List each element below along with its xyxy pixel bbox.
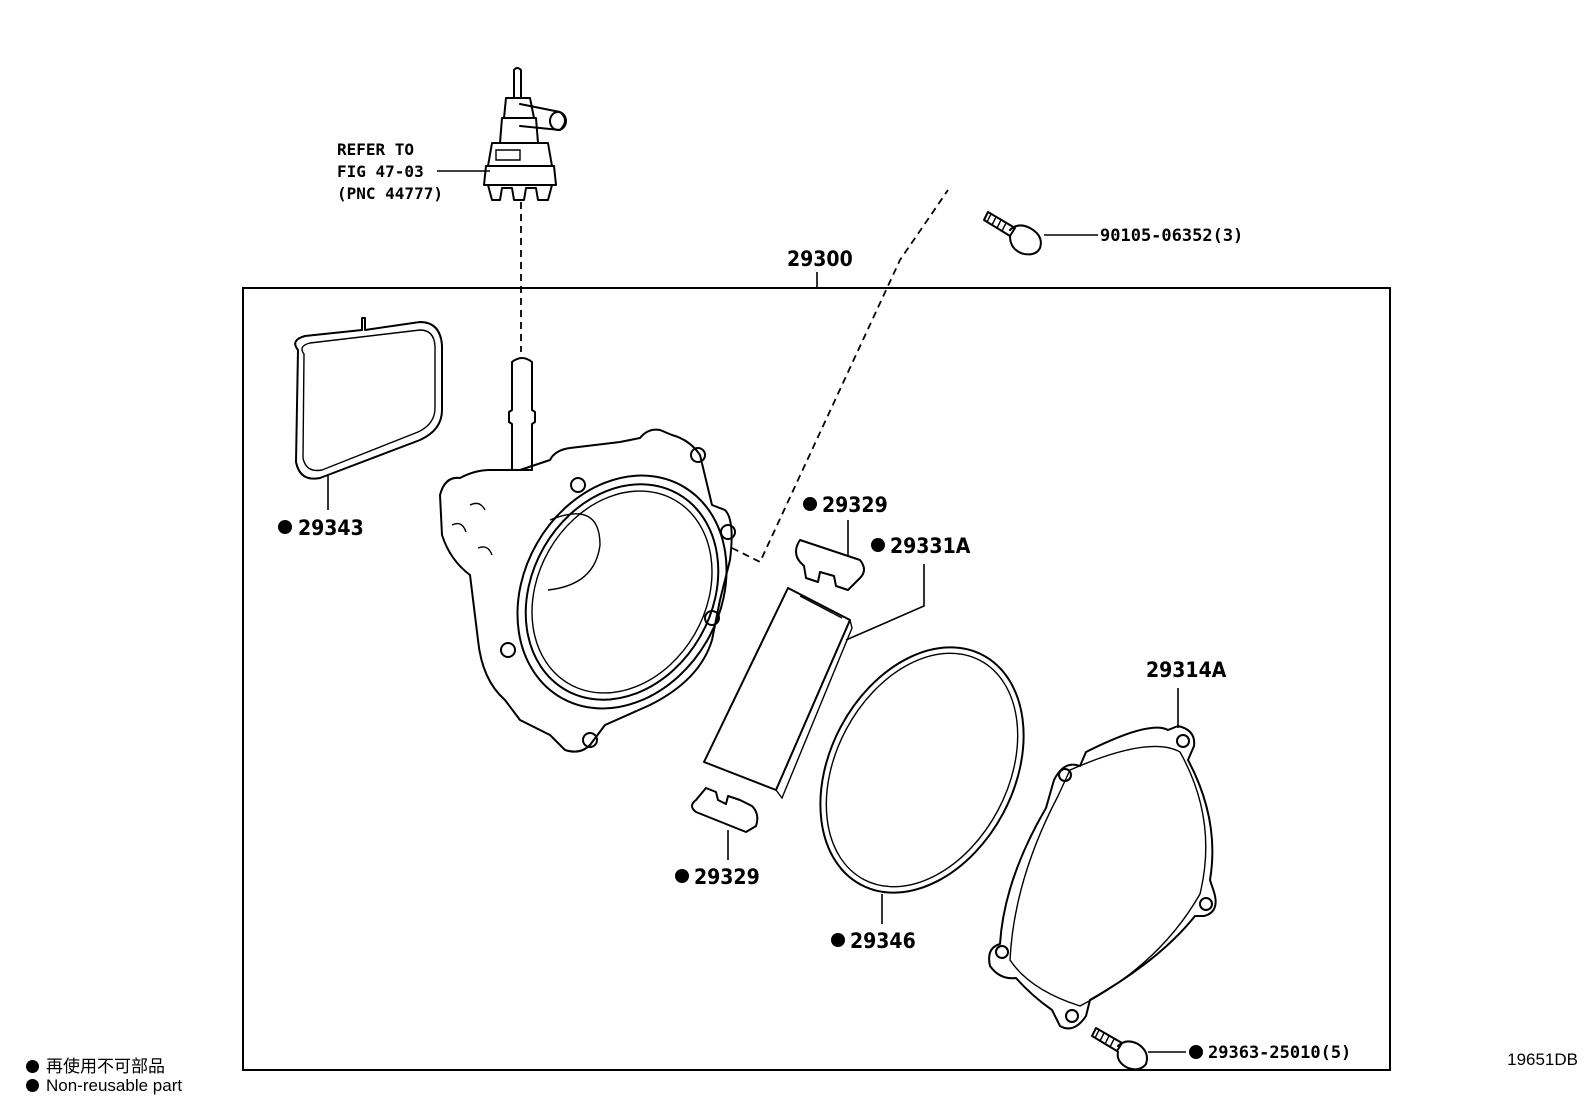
gasket-label: 29343: [298, 516, 364, 540]
legend-jp-text: 再使用不可部品: [46, 1057, 165, 1076]
legend-dot-icon: [26, 1079, 39, 1092]
cover-hole-4: [995, 945, 1009, 959]
cover-hole-1: [1176, 734, 1190, 748]
non-reusable-dot-spring-bottom: [675, 869, 689, 883]
cover-label: 29314A: [1146, 658, 1227, 682]
non-reusable-dot-spring-top: [803, 497, 817, 511]
housing-opening-lip: [531, 490, 713, 694]
legend-dot-icon: [26, 1060, 39, 1073]
bolt-top-part: [983, 211, 1042, 256]
check-valve-part: [483, 67, 567, 201]
housing-opening-inner: [524, 483, 720, 701]
bolt-dashed-guide: [731, 189, 949, 564]
mount-hole-2: [570, 477, 586, 493]
spring-bottom-part: [691, 787, 759, 833]
mount-hole-4: [704, 610, 720, 626]
refer-to-line-2: FIG 47-03: [337, 162, 424, 181]
bolt-bottom-part: [1091, 1027, 1148, 1071]
element-label: 29331A: [890, 534, 971, 558]
mount-hole-1: [690, 447, 706, 463]
legend-english: Non-reusable part: [26, 1076, 182, 1096]
housing-pipe: [508, 357, 536, 471]
spring-top-label: 29329: [822, 493, 888, 517]
legend-japanese: 再使用不可部品: [26, 1052, 165, 1077]
spring-bottom-label: 29329: [694, 865, 760, 889]
mount-hole-5: [500, 642, 516, 658]
housing-opening-outer: [516, 474, 728, 710]
housing-body: [439, 428, 736, 753]
spring-top-part: [795, 539, 865, 591]
non-reusable-dot-gasket: [278, 520, 292, 534]
illustration-code: 19651DB: [1507, 1050, 1578, 1069]
element-leader: [845, 564, 925, 641]
cover-hole-3: [1199, 897, 1213, 911]
oring-label: 29346: [850, 929, 916, 953]
filter-element-part: [703, 587, 853, 800]
bolt-bottom-label: 29363-25010(5): [1208, 1043, 1351, 1063]
gasket-29343: [294, 317, 443, 480]
cover-part: [988, 725, 1217, 1030]
cover-hole-5: [1065, 1009, 1079, 1023]
assembly-label: 29300: [787, 247, 853, 271]
valve-nozzle-end: [549, 111, 567, 131]
oring-part: [819, 646, 1025, 894]
bolt-top-label: 90105-06352(3): [1100, 226, 1243, 246]
mount-hole-3: [720, 524, 736, 540]
cover-hole-2: [1058, 768, 1072, 782]
refer-to-line-1: REFER TO: [337, 140, 414, 159]
non-reusable-dot-oring: [831, 933, 845, 947]
legend-en-text: Non-reusable part: [46, 1076, 183, 1095]
mount-hole-6: [582, 732, 598, 748]
non-reusable-dot-bolt-bottom: [1189, 1045, 1203, 1059]
non-reusable-dot-element: [871, 538, 885, 552]
refer-to-line-3: (PNC 44777): [337, 184, 443, 203]
